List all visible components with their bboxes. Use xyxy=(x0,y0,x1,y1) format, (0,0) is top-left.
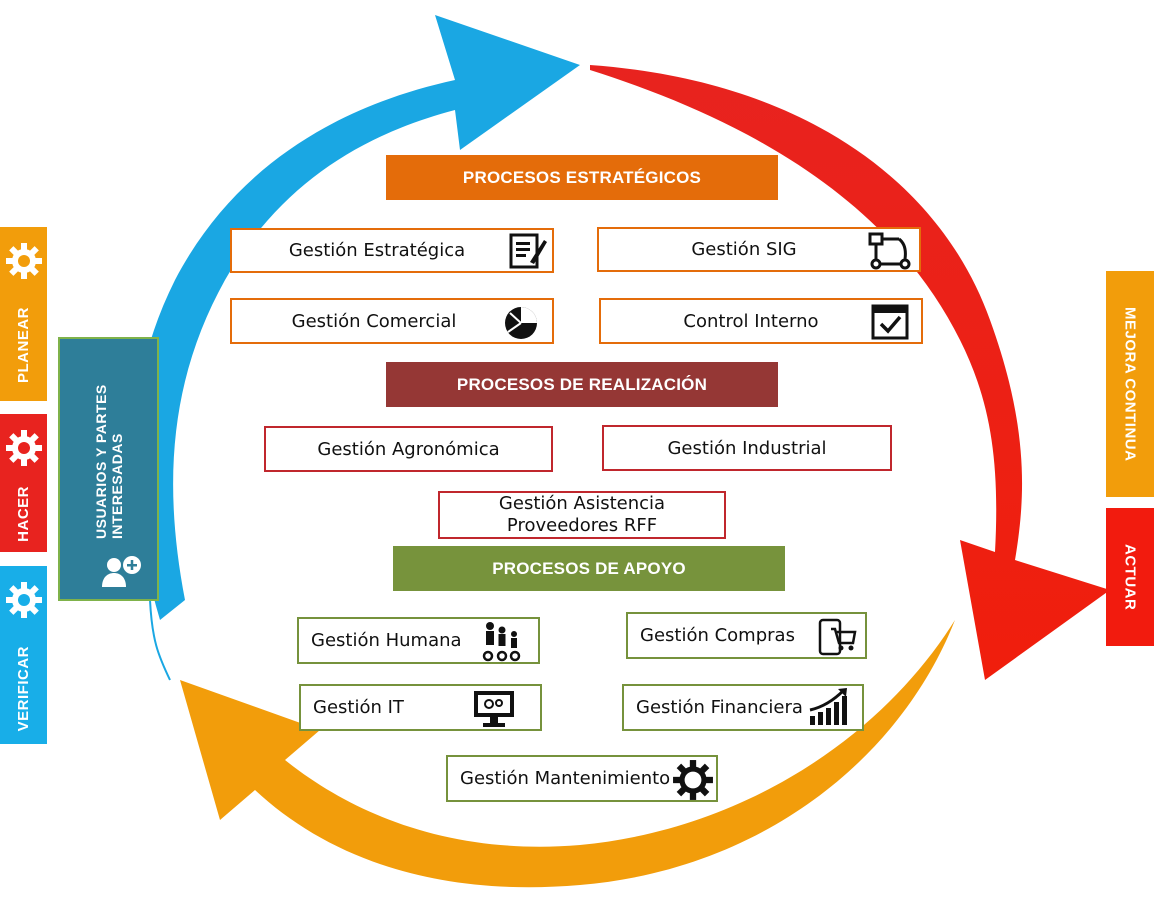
tab-verificar-label: VERIFICAR xyxy=(15,646,32,732)
blue-cycle-arrow xyxy=(133,15,580,620)
box-label: Gestión Financiera xyxy=(636,697,803,718)
box-label: Gestión Industrial xyxy=(667,437,827,459)
box-gestion-it: Gestión IT xyxy=(299,684,542,731)
box-gestion-comercial: Gestión Comercial xyxy=(230,298,554,344)
tab-planear: PLANEAR xyxy=(0,227,47,401)
tab-actuar: ACTUAR xyxy=(1106,508,1154,646)
box-gestion-mantenimiento: Gestión Mantenimiento xyxy=(446,755,718,802)
box-label: Gestión Comercial xyxy=(291,310,457,332)
users-add-icon xyxy=(102,556,141,587)
pie-chart-icon xyxy=(502,304,540,342)
stakeholders-line2: INTERESADAS xyxy=(108,433,125,539)
tab-actuar-label: ACTUAR xyxy=(1121,543,1139,611)
box-label-line1: Gestión Asistencia xyxy=(498,493,666,514)
tab-hacer-label: HACER xyxy=(15,486,32,542)
stakeholders-line1: USUARIOS Y PARTES xyxy=(92,384,109,539)
box-gestion-compras: Gestión Compras xyxy=(626,612,867,659)
box-label: Gestión Mantenimiento xyxy=(460,768,671,789)
box-label: Gestión Agronómica xyxy=(317,438,500,460)
tab-verificar: VERIFICAR xyxy=(0,566,47,744)
document-edit-icon xyxy=(508,232,548,270)
stakeholders-panel: USUARIOS Y PARTES INTERESADAS xyxy=(58,337,159,601)
header-procesos-estrategicos: PROCESOS ESTRATÉGICOS xyxy=(386,155,778,200)
box-gestion-financiera: Gestión Financiera xyxy=(622,684,864,731)
mobile-cart-icon xyxy=(817,617,857,657)
box-gestion-agronomica: Gestión Agronómica xyxy=(264,426,553,472)
header-procesos-realizacion: PROCESOS DE REALIZACIÓN xyxy=(386,362,778,407)
header-procesos-apoyo: PROCESOS DE APOYO xyxy=(393,546,785,591)
box-gestion-sig: Gestión SIG xyxy=(597,227,921,272)
orange-cycle-arrow xyxy=(180,620,955,888)
box-label-line2: Proveedores RFF xyxy=(506,515,658,536)
workflow-icon xyxy=(867,231,913,271)
box-label: Gestión IT xyxy=(313,697,404,718)
tab-planear-label: PLANEAR xyxy=(15,307,32,384)
box-label: Gestión Compras xyxy=(640,625,795,646)
tab-mejora-continua: MEJORA CONTINUA xyxy=(1106,271,1154,497)
gear-icon xyxy=(5,243,42,279)
gear-icon xyxy=(5,582,42,618)
gear-icon xyxy=(672,759,714,801)
checkbox-window-icon xyxy=(871,304,909,340)
box-label: Gestión Humana xyxy=(311,630,462,651)
people-gears-icon xyxy=(482,621,522,663)
box-gestion-estrategica: Gestión Estratégica xyxy=(230,228,554,273)
box-control-interno: Control Interno xyxy=(599,298,923,344)
box-label: Control Interno xyxy=(683,310,819,332)
box-label: Gestión Estratégica xyxy=(288,240,466,261)
box-gestion-asistencia-proveedores: Gestión Asistencia Proveedores RFF xyxy=(438,491,726,539)
box-label: Gestión SIG xyxy=(691,239,797,260)
red-cycle-arrow xyxy=(590,65,1110,680)
tab-mejora-continua-label: MEJORA CONTINUA xyxy=(1121,306,1139,462)
monitor-gears-icon xyxy=(472,689,516,729)
tab-hacer: HACER xyxy=(0,414,47,552)
box-gestion-humana: Gestión Humana xyxy=(297,617,540,664)
box-gestion-industrial: Gestión Industrial xyxy=(602,425,892,471)
gear-icon xyxy=(5,430,42,466)
growth-chart-icon xyxy=(808,686,850,728)
